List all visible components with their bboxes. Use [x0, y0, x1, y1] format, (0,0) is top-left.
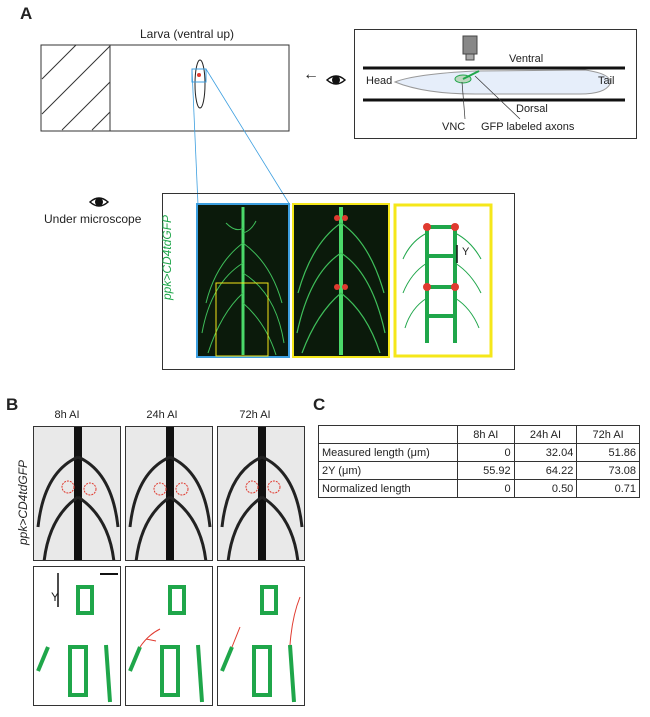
panel-a-letter: A [20, 4, 33, 23]
table-header-cell [318, 425, 458, 444]
table-cell: 0.71 [576, 479, 640, 498]
photo-24h [125, 426, 213, 561]
measurement-table: 8h AI 24h AI 72h AI Measured length (μm)… [318, 425, 640, 498]
panel-b-letter: B [6, 395, 19, 414]
under-microscope-label: Under microscope [44, 212, 142, 226]
tracing-72h [217, 566, 305, 706]
photo-72h [217, 426, 305, 561]
table-row-label: 2Y (μm) [318, 461, 458, 480]
timepoint-24h: 24h AI [146, 409, 178, 421]
genotype-label-a: ppk>CD4tdGFP [160, 214, 174, 300]
panel-c-letter: C [313, 395, 326, 414]
table-row: 2Y (μm) 55.92 64.22 73.08 [318, 461, 640, 480]
vnc-label: VNC [442, 121, 466, 133]
table-row: Normalized length 0 0.50 0.71 [318, 479, 640, 498]
tracing-24h [125, 566, 213, 706]
table-cell: 73.08 [576, 461, 640, 480]
timepoint-8h: 8h AI [54, 409, 80, 421]
microscope-frame [162, 193, 515, 370]
table-header-row: 8h AI 24h AI 72h AI [318, 425, 640, 444]
genotype-label-b: ppk>CD4tdGFP [16, 459, 30, 545]
tracing-8h [33, 566, 121, 706]
tracing-y-label: Y [51, 590, 60, 604]
ventral-label: Ventral [509, 53, 544, 65]
tail-label: Tail [598, 75, 615, 87]
head-label: Head [366, 75, 393, 87]
table-row-label: Normalized length [318, 479, 458, 498]
photo-8h [33, 426, 121, 561]
table-cell: 55.92 [457, 461, 515, 480]
table-cell: 64.22 [513, 461, 578, 480]
table-cell: 0.50 [513, 479, 578, 498]
table-row: Measured length (μm) 0 32.04 51.86 [318, 443, 640, 462]
eye-icon-microscope [88, 197, 110, 207]
table-header-cell: 72h AI [576, 425, 640, 444]
fluorescence-image-zoom [292, 203, 390, 358]
dorsal-label: Dorsal [516, 103, 548, 115]
arrow-left-icon: ← [303, 66, 319, 83]
ladder-schematic [393, 203, 493, 358]
table-header-cell: 8h AI [457, 425, 515, 444]
table-cell: 0 [457, 479, 515, 498]
table-cell: 51.86 [576, 443, 640, 462]
gfp-axons-label: GFP labeled axons [481, 121, 575, 133]
table-header-cell: 24h AI [513, 425, 578, 444]
zoom-lines [191, 68, 291, 206]
fluorescence-image-wide [196, 203, 290, 358]
timepoint-72h: 72h AI [239, 409, 271, 421]
eye-icon [325, 75, 347, 85]
side-view-drawing [363, 35, 625, 120]
side-view-box [354, 29, 637, 139]
larva-label: Larva (ventral up) [140, 27, 235, 41]
table-cell: 0 [457, 443, 515, 462]
table-cell: 32.04 [513, 443, 578, 462]
table-row-label: Measured length (μm) [318, 443, 458, 462]
inset-y-label: Y [462, 246, 470, 258]
